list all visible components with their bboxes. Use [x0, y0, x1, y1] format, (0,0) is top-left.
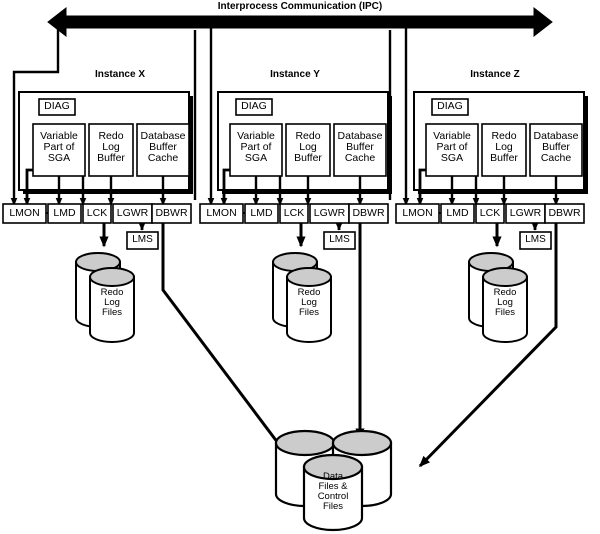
process-lck-z: LCK: [479, 207, 501, 219]
instance-title-y: Instance Y: [270, 69, 320, 80]
sga-component-variable-part-z: Variable Part of SGA: [433, 130, 471, 165]
sga-component-db-buffer-cache-x: Database Buffer Cache: [140, 130, 186, 165]
instance-y-graphics: [199, 91, 392, 440]
sga-component-redo-log-buffer-z: Redo Log Buffer: [490, 130, 518, 165]
process-lms-y: LMS: [329, 234, 350, 245]
ipc-drop-lines: [10, 28, 410, 206]
sga-component-variable-part-x: Variable Part of SGA: [40, 130, 78, 165]
process-lmd-x: LMD: [53, 207, 76, 219]
sga-component-db-buffer-cache-y: Database Buffer Cache: [337, 130, 383, 165]
instance-title-z: Instance Z: [470, 69, 520, 80]
process-lgwr-z: LGWR: [509, 207, 542, 219]
diag-label-y: DIAG: [241, 100, 267, 112]
sga-component-redo-log-buffer-x: Redo Log Buffer: [97, 130, 125, 165]
shared-storage-label: Data Files & Control Files: [317, 471, 349, 512]
process-lmon-y: LMON: [206, 207, 237, 219]
process-dbwr-x: DBWR: [155, 207, 188, 219]
process-dbwr-z: DBWR: [548, 207, 581, 219]
redo-log-files-label-y: Redo Log Files: [297, 287, 321, 318]
redo-log-cylinders-x: [75, 252, 135, 343]
redo-log-files-label-x: Redo Log Files: [100, 287, 124, 318]
diag-label-z: DIAG: [437, 100, 463, 112]
process-lck-x: LCK: [86, 207, 108, 219]
process-lmd-y: LMD: [250, 207, 273, 219]
redo-log-files-label-z: Redo Log Files: [493, 287, 517, 318]
process-lck-y: LCK: [283, 207, 305, 219]
shared-storage-cylinders: [274, 429, 393, 532]
sga-component-redo-log-buffer-y: Redo Log Buffer: [294, 130, 322, 165]
diag-label-x: DIAG: [44, 100, 70, 112]
process-lgwr-x: LGWR: [116, 207, 149, 219]
process-lgwr-y: LGWR: [313, 207, 346, 219]
instance-x-graphics: [2, 91, 289, 457]
sga-component-variable-part-y: Variable Part of SGA: [237, 130, 275, 165]
process-lmon-z: LMON: [402, 207, 433, 219]
instance-title-x: Instance X: [94, 69, 146, 80]
instance-z-graphics: [395, 91, 588, 468]
process-lms-z: LMS: [525, 234, 546, 245]
process-lms-x: LMS: [132, 234, 153, 245]
process-lmd-z: LMD: [446, 207, 469, 219]
ipc-bus: [47, 6, 553, 38]
redo-log-cylinders-y: [272, 252, 332, 343]
redo-log-cylinders-z: [468, 252, 528, 343]
ipc-bus-label: Interprocess Communication (IPC): [217, 1, 383, 12]
sga-component-db-buffer-cache-z: Database Buffer Cache: [533, 130, 579, 165]
process-lmon-x: LMON: [9, 207, 40, 219]
process-dbwr-y: DBWR: [352, 207, 385, 219]
